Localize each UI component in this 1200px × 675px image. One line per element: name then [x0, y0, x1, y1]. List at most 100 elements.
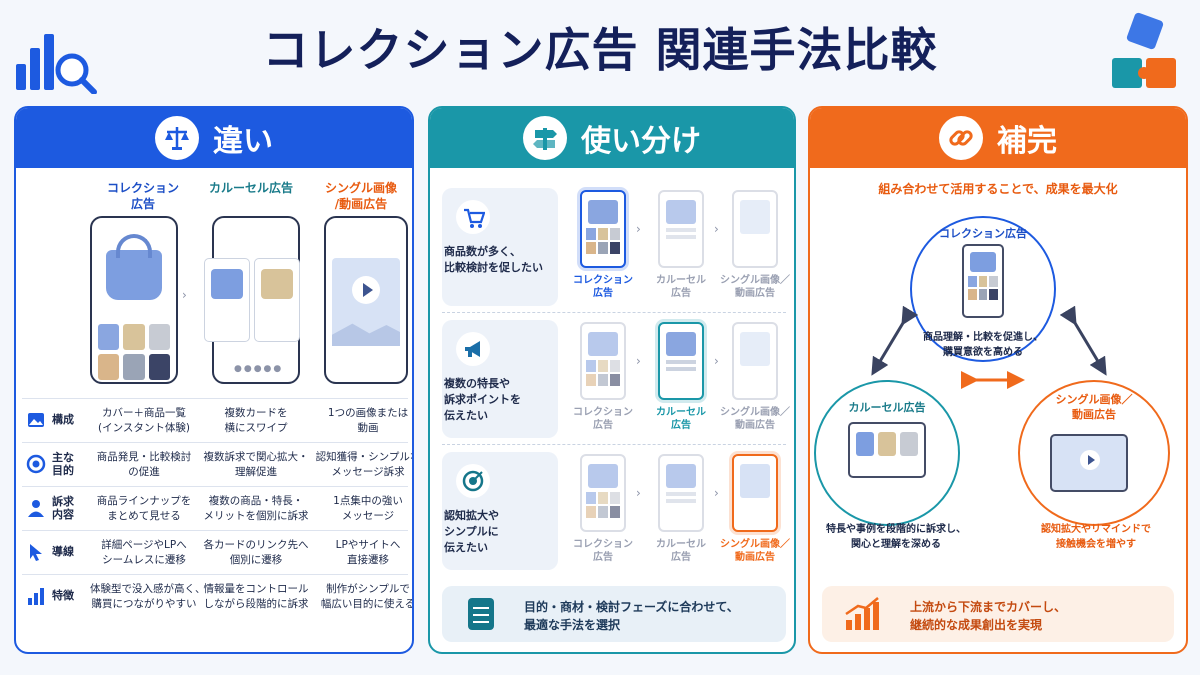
- play-icon[interactable]: [1080, 450, 1100, 470]
- row-label: 特徴: [52, 589, 74, 602]
- table-cell: カバー＋商品一覧 (インスタント体験): [98, 407, 190, 434]
- col-header-single: シングル画像 /動画広告: [324, 181, 397, 211]
- chevron-right-icon: ›: [636, 222, 641, 236]
- table-cell: 情報量をコントロール しながら段階的に訴求: [203, 583, 309, 610]
- usage-footer: 目的・商材・検討フェーズに合わせて、 最適な手法を選択: [442, 586, 786, 642]
- col-header-collection: コレクション 広告: [106, 181, 179, 211]
- differences-header: 違い: [16, 108, 412, 168]
- link-icon: [939, 116, 983, 160]
- single-phone-mockup: [324, 216, 408, 384]
- puzzle-icon: [1112, 12, 1176, 88]
- table-cell: 認知獲得・シンプルな メッセージ訴求: [315, 451, 414, 478]
- mini-phone: [732, 454, 778, 532]
- product-grid: [98, 324, 170, 380]
- bar-chart-icon: [28, 588, 44, 605]
- divider: [442, 444, 786, 445]
- table-cell: 各カードのリンク先へ 個別に遷移: [203, 539, 309, 566]
- usage-caption: コレクション 広告: [573, 407, 633, 431]
- table-cell: 商品発見・比較検討 の促進: [96, 451, 192, 478]
- play-icon[interactable]: [352, 276, 380, 304]
- row-label: 構成: [52, 413, 74, 426]
- node-carousel-title: カルーセル広告: [848, 401, 926, 414]
- mini-phone: [732, 322, 778, 400]
- target-icon: [26, 454, 46, 474]
- usage-case-text: 商品数が多く、 比較検討を促したい: [444, 245, 543, 274]
- table-cell: 複数カードを 横にスワイプ: [224, 407, 288, 434]
- mini-phone: [658, 454, 704, 532]
- chevron-right-icon: ›: [714, 354, 719, 368]
- mini-video-single: [1050, 434, 1128, 492]
- scale-icon: [155, 116, 199, 160]
- usage-caption: カルーセル 広告: [656, 539, 706, 563]
- usage-caption: コレクション 広告: [573, 539, 633, 563]
- complement-panel: 補完 組み合わせて活用することで、成果を最大化 コレクション広告 商品理解・比較…: [808, 106, 1188, 654]
- usage-header: 使い分け: [430, 108, 794, 168]
- table-row-divider: [22, 530, 408, 531]
- cycle-arrows: [871, 305, 1107, 389]
- chevron-right-icon: ›: [182, 288, 187, 302]
- usage-caption: カルーセル 広告: [656, 275, 706, 299]
- table-cell: 1点集中の強い メッセージ: [333, 495, 403, 522]
- complement-title: 補完: [997, 124, 1057, 159]
- node-collection-desc: 商品理解・比較を促進し、 購買意欲を高める: [923, 332, 1043, 358]
- mini-phone: [580, 322, 626, 400]
- table-cell: 1つの画像または 動画: [327, 407, 409, 434]
- usage-panel: 使い分け 商品数が多く、 比較検討を促したい コレクション 広告 › カルーセル …: [428, 106, 796, 654]
- chevron-right-icon: ›: [714, 486, 719, 500]
- cart-icon: [456, 200, 490, 234]
- mini-phone: [658, 322, 704, 400]
- image-icon: [28, 413, 44, 427]
- table-cell: 詳細ページやLPへ シームレスに遷移: [101, 539, 187, 566]
- node-single-title: シングル画像／ 動画広告: [1055, 393, 1133, 421]
- carousel-phone-mockup: ●●●●●: [204, 216, 300, 384]
- complement-footer-text: 上流から下流までカバーし、 継続的な成果創出を実現: [910, 600, 1067, 632]
- differences-title: 違い: [213, 124, 273, 159]
- table-row-divider: [22, 442, 408, 443]
- differences-panel: 違い コレクション 広告 カルーセル広告 シングル画像 /動画広告 › ●●●●…: [14, 106, 414, 654]
- row-label: 導線: [52, 545, 74, 558]
- hero-bag-image: [106, 250, 162, 300]
- clipboard-icon: [468, 598, 494, 630]
- collection-phone-mockup: [90, 216, 178, 384]
- table-cell: 複数の商品・特長・ メリットを個別に訴求: [203, 495, 309, 522]
- node-single-desc: 認知拡大やリマインドで 接触機会を増やす: [1041, 524, 1151, 550]
- complement-header: 補完: [810, 108, 1186, 168]
- carousel-dots: ●●●●●: [234, 364, 284, 374]
- table-row-divider: [22, 398, 408, 399]
- table-row-divider: [22, 574, 408, 575]
- usage-caption: カルーセル 広告: [656, 407, 706, 431]
- row-label: 主な 目的: [52, 451, 74, 477]
- mini-phone: [658, 190, 704, 268]
- usage-title: 使い分け: [581, 124, 701, 159]
- table-row-divider: [22, 486, 408, 487]
- node-carousel-desc: 特長や事例を段階的に訴求し、 関心と理解を深める: [826, 524, 966, 550]
- mini-phone: [580, 454, 626, 532]
- usage-caption: シングル画像／ 動画広告: [720, 539, 790, 563]
- mini-phone: [732, 190, 778, 268]
- usage-case-text: 認知拡大や シンプルに 伝えたい: [444, 509, 499, 554]
- mini-card-carousel: [848, 422, 926, 478]
- cursor-icon: [30, 544, 42, 561]
- megaphone-icon: [456, 332, 490, 366]
- complement-subtitle: 組み合わせて活用することで、成果を最大化: [878, 182, 1118, 196]
- usage-caption: コレクション 広告: [573, 275, 633, 299]
- row-label: 訴求 内容: [52, 495, 74, 521]
- divider: [442, 312, 786, 313]
- table-cell: 制作がシンプルで 幅広い目的に使える: [320, 583, 414, 610]
- mini-phone: [580, 190, 626, 268]
- usage-caption: シングル画像／ 動画広告: [720, 275, 790, 299]
- chevron-right-icon: ›: [636, 354, 641, 368]
- usage-caption: シングル画像／ 動画広告: [720, 407, 790, 431]
- usage-footer-text: 目的・商材・検討フェーズに合わせて、 最適な手法を選択: [524, 600, 739, 632]
- node-collection-title: コレクション広告: [939, 227, 1027, 240]
- video-thumbnail: [332, 258, 400, 346]
- table-cell: 複数訴求で関心拡大・ 理解促進: [203, 451, 309, 478]
- chart-search-icon: [16, 34, 97, 94]
- complement-footer: 上流から下流までカバーし、 継続的な成果創出を実現: [822, 586, 1174, 642]
- target-icon: [456, 464, 490, 498]
- chevron-right-icon: ›: [636, 486, 641, 500]
- chevron-right-icon: ›: [714, 222, 719, 236]
- page-title: コレクション広告 関連手法比較: [262, 23, 938, 77]
- usage-case-text: 複数の特長や 訴求ポイントを 伝えたい: [444, 377, 521, 422]
- col-header-carousel: カルーセル広告: [208, 181, 293, 195]
